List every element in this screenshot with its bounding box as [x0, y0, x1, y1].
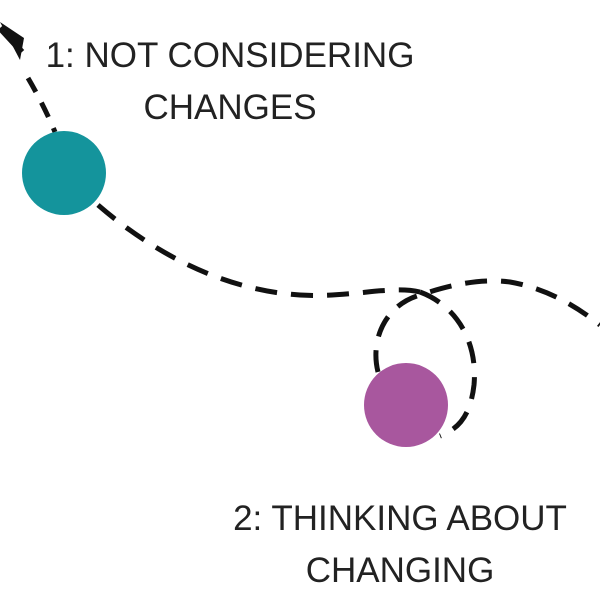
- stage-2-label-line-1: 2: THINKING ABOUT: [233, 499, 567, 538]
- path-segment-to-stage-1: [25, 76, 58, 133]
- stage-2-label-line-2: CHANGING: [305, 551, 495, 590]
- stage-1-label: 1: NOT CONSIDERING CHANGES: [20, 30, 440, 134]
- stage-2-circle: [364, 363, 448, 447]
- arrow-shaft: [0, 25, 25, 55]
- path-loop-around-stage-2: [373, 278, 600, 439]
- path-segment-stage-1-to-loop: [96, 203, 421, 298]
- stage-1-circle: [22, 131, 106, 215]
- stage-2-label: 2: THINKING ABOUT CHANGING: [190, 493, 600, 597]
- stage-1-label-line-1: 1: NOT CONSIDERING: [45, 36, 415, 75]
- stage-1-label-line-2: CHANGES: [143, 88, 317, 127]
